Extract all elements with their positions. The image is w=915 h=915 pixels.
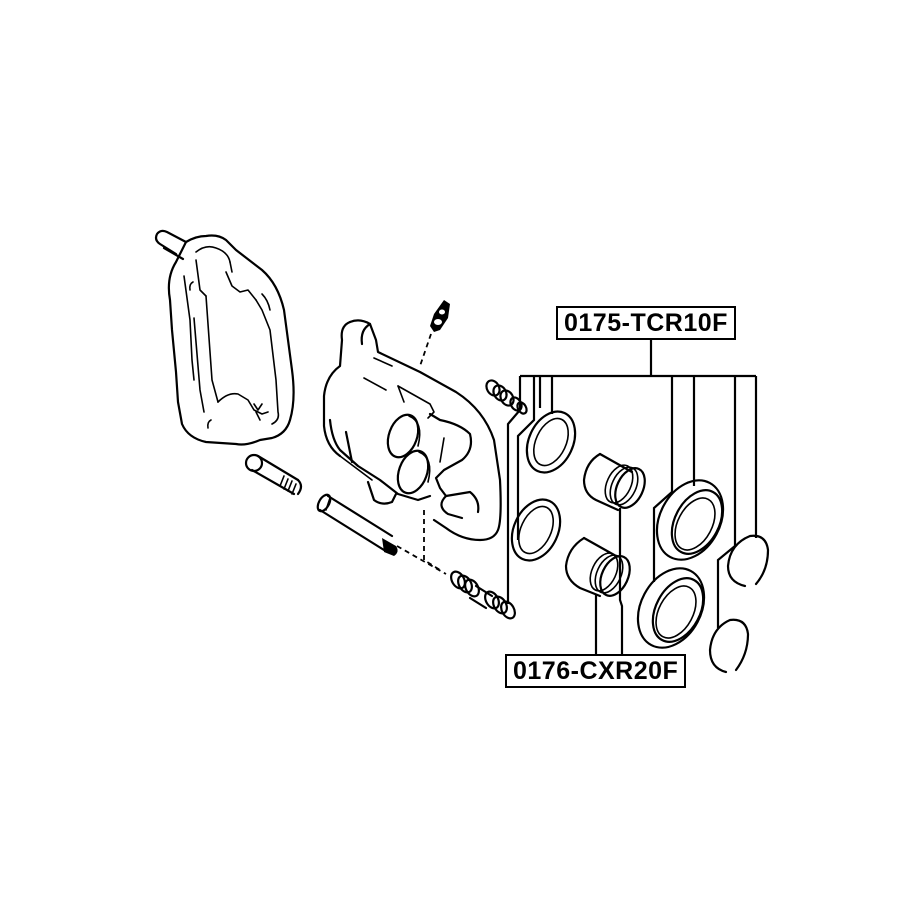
piston-seal-lower <box>636 567 706 649</box>
retaining-ring-lower <box>708 618 750 674</box>
slide-pin-boot-lower <box>450 570 516 620</box>
guide-pin <box>316 493 447 575</box>
bleeder-screw <box>419 300 450 367</box>
mounting-bracket <box>154 229 295 446</box>
part-number-label-piston: 0176-CXR20F <box>505 654 687 688</box>
piston-seal-upper <box>655 479 725 561</box>
part-number-label-caliper-kit: 0175-TCR10F <box>556 306 736 340</box>
guide-bolt <box>244 453 303 496</box>
piston-upper <box>582 452 646 512</box>
leader-lines-0176-CXR20F <box>594 508 624 656</box>
caliper-body <box>322 319 502 542</box>
piston-dust-seal-upper <box>525 410 577 474</box>
slide-pin-boot-upper <box>485 379 528 415</box>
leader-lines-0175-TCR10F <box>506 338 758 628</box>
retaining-ring-upper <box>726 534 770 588</box>
piston-lower <box>564 536 631 598</box>
piston-dust-seal-lower <box>510 498 562 562</box>
